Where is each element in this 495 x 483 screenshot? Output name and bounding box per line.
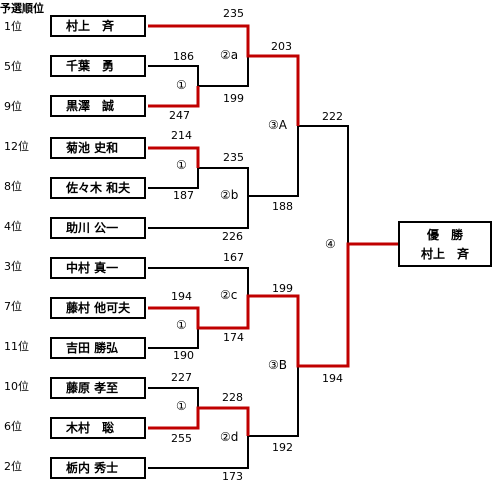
line-p9	[148, 328, 199, 349]
score: 199	[223, 92, 244, 105]
win-line-4	[148, 146, 200, 168]
rank-label: 12位	[4, 140, 29, 153]
player-box: 藤村 他可夫	[50, 297, 146, 319]
match-label-3b: ③B	[268, 358, 287, 372]
score: 187	[173, 189, 194, 202]
match-label-r1: ①	[176, 78, 187, 92]
score: 194	[322, 372, 343, 385]
rank-label: 6位	[4, 420, 22, 433]
score: 192	[272, 441, 293, 454]
player-box: 助川 公一	[50, 217, 146, 239]
score: 222	[322, 110, 343, 123]
rank-label: 11位	[4, 340, 29, 353]
score: 226	[222, 230, 243, 243]
line-p4	[148, 168, 199, 189]
line-m-b	[198, 167, 249, 196]
champion-name: 村上 斉	[420, 247, 469, 261]
rank-label: 5位	[4, 60, 22, 73]
line-m-3b-bottom	[248, 366, 299, 437]
win-line-8	[148, 242, 398, 368]
rank-label: 4位	[4, 220, 22, 233]
line-m-2a	[198, 56, 249, 87]
line-p6	[148, 196, 249, 229]
score: 199	[272, 282, 293, 295]
player-box: 栃内 秀士	[50, 457, 146, 479]
rank-label: 8位	[4, 180, 22, 193]
match-label-2b: ②b	[220, 188, 239, 202]
score: 188	[272, 200, 293, 213]
rank-label: 3位	[4, 260, 22, 273]
line-p7	[148, 267, 249, 296]
player-box: 藤原 孝至	[50, 377, 146, 399]
score: 228	[222, 391, 243, 404]
win-line-1	[148, 24, 300, 126]
match-label-3a: ③A	[268, 118, 287, 132]
line-p10	[148, 387, 199, 408]
score: 235	[223, 7, 244, 20]
rank-label: 10位	[4, 380, 29, 393]
score: 186	[173, 50, 194, 63]
player-box: 中村 真一	[50, 257, 146, 279]
line-m-3a-bottom	[248, 126, 299, 197]
score: 174	[223, 331, 244, 344]
rank-label: 2位	[4, 460, 22, 473]
score: 214	[171, 129, 192, 142]
player-box: 吉田 勝弘	[50, 337, 146, 359]
win-line-3	[148, 86, 200, 108]
win-line-11	[148, 406, 250, 436]
rank-label: 1位	[4, 20, 22, 33]
champion-title: 優 勝	[426, 228, 463, 242]
player-box: 黒澤 誠	[50, 95, 146, 117]
score: 173	[222, 470, 243, 483]
score: 247	[169, 109, 190, 122]
champion-box: 優 勝 村上 斉	[398, 221, 492, 267]
match-label-2d: ②d	[220, 430, 239, 444]
score: 255	[171, 432, 192, 445]
match-label-r1: ①	[176, 318, 187, 332]
score: 227	[171, 371, 192, 384]
rank-label: 7位	[4, 300, 22, 313]
line-p2	[148, 65, 199, 86]
rank-heading: 予選順位	[0, 2, 44, 15]
score: 167	[223, 251, 244, 264]
match-label-r1: ①	[176, 399, 187, 413]
rank-label: 9位	[4, 100, 22, 113]
match-label-final: ④	[325, 237, 336, 251]
match-label-r1: ①	[176, 158, 187, 172]
score: 235	[223, 151, 244, 164]
player-box: 菊池 史和	[50, 137, 146, 159]
player-box: 佐々木 和夫	[50, 177, 146, 199]
score: 190	[173, 349, 194, 362]
line-p12	[148, 436, 249, 469]
match-label-2c: ②c	[220, 288, 238, 302]
line-m-3a	[298, 125, 349, 244]
player-box: 木村 聡	[50, 417, 146, 439]
player-box: 千葉 勇	[50, 55, 146, 77]
player-box: 村上 斉	[50, 15, 146, 37]
score: 203	[271, 40, 292, 53]
match-label-2a: ②a	[220, 48, 239, 62]
score: 194	[171, 290, 192, 303]
